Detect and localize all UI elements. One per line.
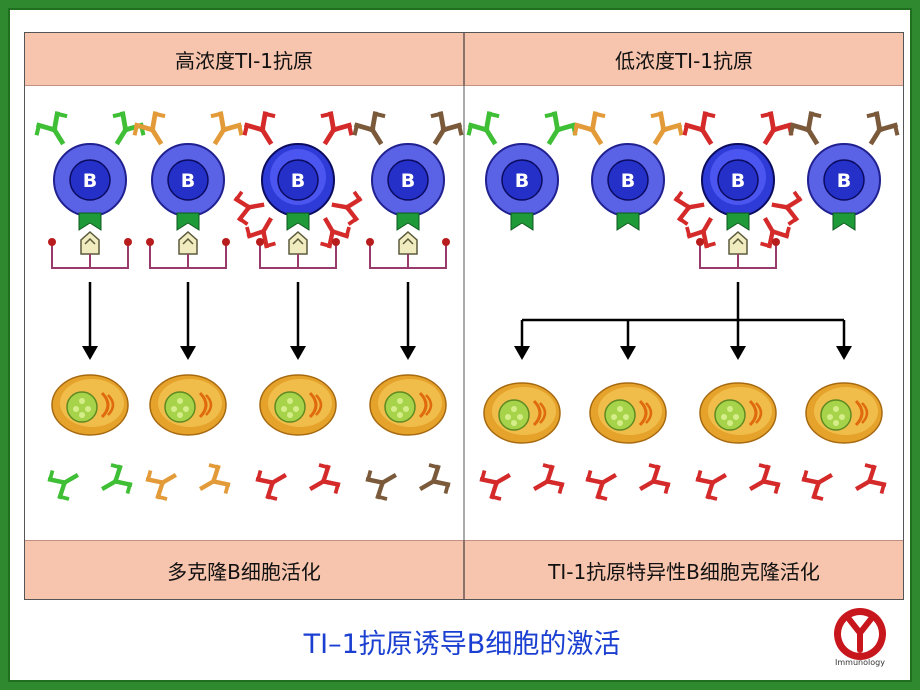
b-cell-label: B — [291, 170, 305, 192]
b-cell-label: B — [515, 170, 529, 192]
header-left-label: 高浓度TI-1抗原 — [174, 48, 314, 73]
logo-label: Immunology — [835, 658, 885, 667]
b-cell: B — [466, 111, 578, 231]
plasma-cell — [51, 374, 129, 436]
secreted-antibodies — [801, 463, 887, 501]
immunology-logo-icon — [834, 608, 886, 660]
activation-arrow — [82, 282, 98, 360]
b-cell: B — [233, 111, 363, 249]
plasma-cell — [369, 374, 447, 436]
secreted-antibodies — [479, 463, 565, 501]
plasma-cell — [699, 382, 777, 444]
antigen-complex — [256, 230, 340, 269]
activation-arrow — [180, 282, 196, 360]
footer-left: 多克隆B细胞活化 — [24, 540, 464, 600]
activation-arrow — [290, 282, 306, 360]
plasma-cell — [483, 382, 561, 444]
antigen-complex — [48, 230, 132, 269]
plasma-cell — [259, 374, 337, 436]
plasma-cell — [589, 382, 667, 444]
b-cell: B — [572, 111, 684, 231]
secreted-antibodies — [585, 463, 671, 501]
header-left: 高浓度TI-1抗原 — [24, 32, 464, 86]
b-cell: B — [788, 111, 900, 231]
header-right-label: 低浓度TI-1抗原 — [614, 48, 754, 73]
branch-arrows — [514, 282, 852, 360]
footer-left-label: 多克隆B细胞活化 — [167, 559, 321, 584]
plasma-cell — [805, 382, 883, 444]
b-cell-label: B — [83, 170, 97, 192]
secreted-antibodies — [47, 463, 133, 501]
b-cell-label: B — [181, 170, 195, 192]
b-cell-label: B — [837, 170, 851, 192]
b-cell: B — [132, 111, 244, 231]
b-cell-label: B — [401, 170, 415, 192]
plasma-cell — [149, 374, 227, 436]
secreted-antibodies — [255, 463, 341, 501]
antigen-complex — [146, 230, 230, 269]
secreted-antibodies — [695, 463, 781, 501]
footer-right: TI-1抗原特异性B细胞克隆活化 — [464, 540, 904, 600]
secreted-antibodies — [365, 463, 451, 501]
b-cell: B — [352, 111, 464, 231]
b-cell: B — [673, 111, 803, 249]
b-cell: B — [34, 111, 146, 231]
footer-right-label: TI-1抗原特异性B细胞克隆活化 — [548, 559, 820, 584]
secreted-antibodies — [145, 463, 231, 501]
antigen-complex — [696, 230, 780, 269]
slide-caption: TI–1抗原诱导B细胞的激活 — [303, 629, 621, 660]
b-cell-label: B — [731, 170, 745, 192]
slide-frame: 高浓度TI-1抗原 低浓度TI-1抗原 多克隆B细胞活化 TI-1抗原特异性B细… — [8, 8, 912, 682]
activation-arrow — [400, 282, 416, 360]
header-right: 低浓度TI-1抗原 — [464, 32, 904, 86]
antigen-complex — [366, 230, 450, 269]
b-cell-label: B — [621, 170, 635, 192]
